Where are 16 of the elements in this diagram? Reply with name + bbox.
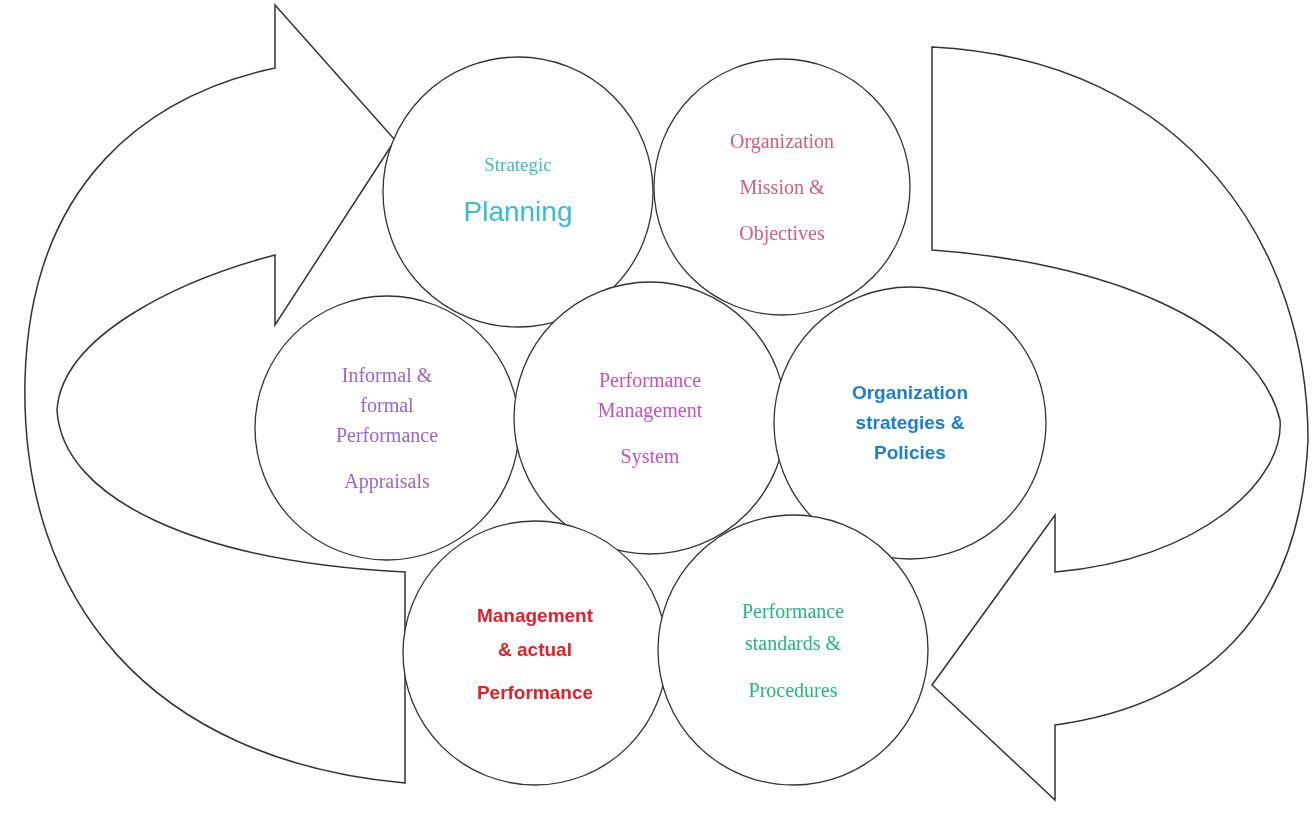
node-label: System xyxy=(620,444,680,470)
node-label: Management & actual xyxy=(475,603,595,662)
node-label: Informal & formal Performance xyxy=(334,363,440,448)
node-label: Planning xyxy=(463,195,573,230)
curved-block-arrow xyxy=(931,46,1309,801)
node-label: Performance Management xyxy=(596,368,704,424)
node-label: Mission & xyxy=(739,175,825,200)
node-label: Appraisals xyxy=(344,469,430,495)
node-label: Objectives xyxy=(739,221,825,247)
node-label: Performance xyxy=(476,680,594,705)
node-label: Strategic xyxy=(484,152,552,177)
node-label: Organization strategies & Policies xyxy=(850,381,970,465)
node-label: Organization xyxy=(729,129,834,155)
node-label: Performance standards & xyxy=(740,599,846,656)
curved-block-arrow xyxy=(24,4,406,784)
node-label: Procedures xyxy=(748,678,838,703)
